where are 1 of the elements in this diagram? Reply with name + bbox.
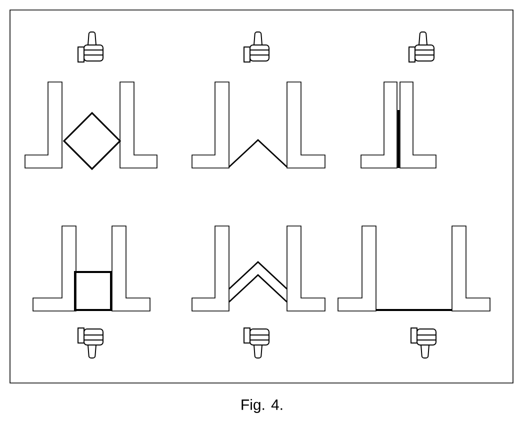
caption: Fig. 4.: [242, 399, 282, 413]
